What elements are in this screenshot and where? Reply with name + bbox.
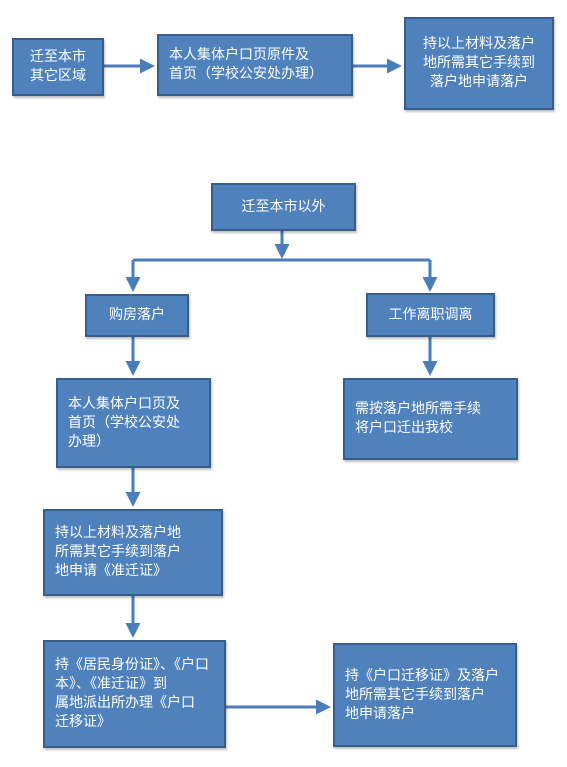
box-apply-settle-local-label: 持以上材料及落户地所需其它手续到落户地申请落户 — [423, 36, 535, 90]
box-apply-settle-final: 持《户口迁移证》及落户地所需其它手续到落户地申请落户 — [333, 643, 517, 747]
box-apply-settle-final-label: 持《户口迁移证》及落户地所需其它手续到落户地申请落户 — [345, 667, 499, 722]
box-apply-migration-cert: 持《居民身份证》、《户口本》、《准迁证》到属地派出所办理《户口迁移证》 — [43, 640, 226, 748]
box-move-outside-city: 迁至本市以外 — [211, 183, 356, 231]
box-buy-house: 购房落户 — [85, 294, 189, 337]
box-collective-page-outside: 本人集体户口页及首页（学校公安处办理） — [56, 378, 211, 468]
box-move-outside-city-label: 迁至本市以外 — [241, 198, 326, 215]
box-apply-migration-cert-label: 持《居民身份证》、《户口本》、《准迁证》到属地派出所办理《户口迁移证》 — [55, 657, 209, 730]
box-apply-permit-label: 持以上材料及落户地所需其它手续到落户地申请《准迁证》 — [55, 525, 181, 579]
box-buy-house-label: 购房落户 — [109, 307, 165, 323]
box-collective-household-page-label: 本人集体户口页原件及首页（学校公安处办理） — [169, 47, 323, 82]
box-apply-settle-local: 持以上材料及落户地所需其它手续到落户地申请落户 — [404, 17, 554, 110]
box-collective-household-page: 本人集体户口页原件及首页（学校公安处办理） — [157, 34, 353, 96]
box-job-change-label: 工作离职调离 — [388, 306, 473, 323]
box-collective-page-outside-label: 本人集体户口页及首页（学校公安处办理） — [68, 395, 180, 450]
box-move-within-city-label: 迁至本市其它区域 — [30, 49, 86, 84]
box-move-within-city: 迁至本市其它区域 — [12, 38, 104, 96]
box-transfer-out-school-label: 需按落户地所需手续将户口迁出我校 — [355, 401, 481, 436]
box-job-change: 工作离职调离 — [366, 293, 495, 337]
box-transfer-out-school: 需按落户地所需手续将户口迁出我校 — [343, 378, 518, 460]
box-apply-permit: 持以上材料及落户地所需其它手续到落户地申请《准迁证》 — [43, 509, 223, 596]
